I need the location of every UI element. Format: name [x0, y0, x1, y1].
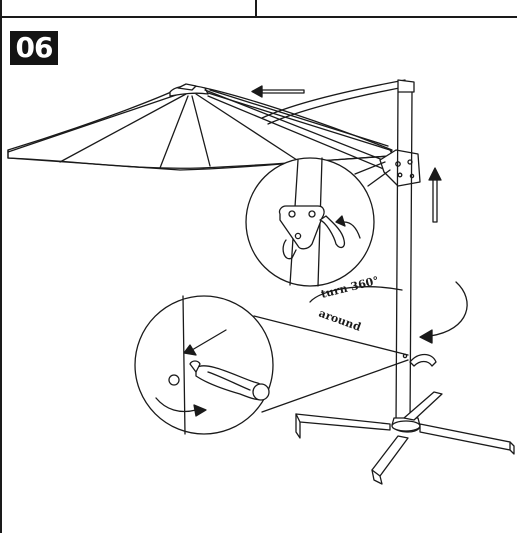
page-left-rule	[0, 0, 2, 533]
step-number-badge: 06	[10, 31, 58, 65]
umbrella-frame	[204, 79, 437, 426]
cross-base	[295, 391, 515, 485]
rotate-arrow-icon	[309, 281, 468, 344]
detail-callout-crank	[134, 295, 409, 435]
umbrella-canopy	[7, 83, 397, 171]
annotation-line-2: around	[317, 307, 363, 334]
arrow-up-icon	[428, 167, 442, 223]
detail-callout-bracket	[245, 157, 391, 287]
arrow-left-icon	[251, 85, 305, 98]
page-top-rule	[0, 16, 517, 18]
page-divider-tick	[255, 0, 257, 17]
